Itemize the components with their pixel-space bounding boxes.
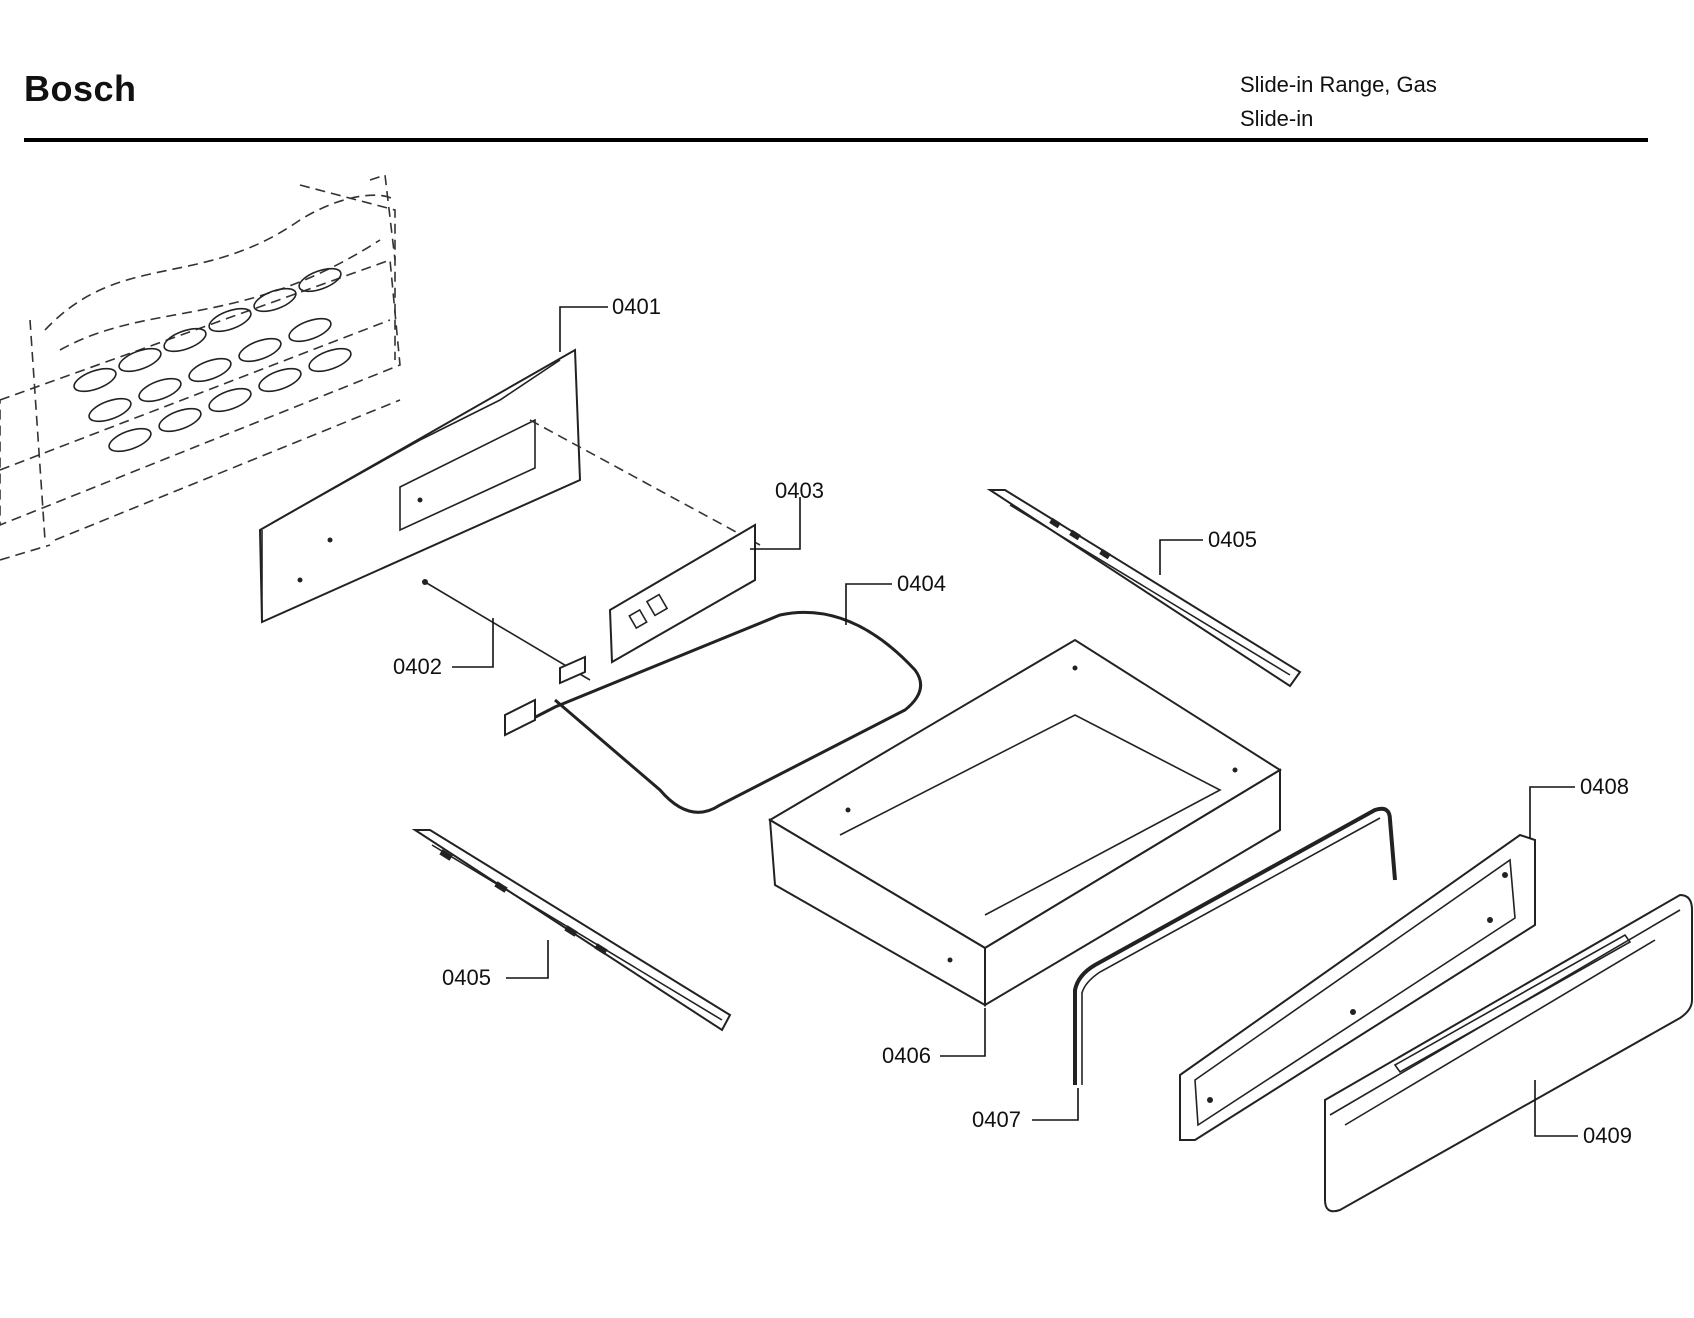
product-line-2: Slide-in: [1240, 106, 1314, 131]
part-0404-heating-element: [504, 610, 923, 814]
callout-0405-upper: 0405: [1208, 527, 1257, 552]
callout-0402: 0402: [393, 654, 442, 679]
part-0402-temperature-sensor: [422, 579, 591, 685]
part-0406-drawer-box: [768, 638, 1282, 1007]
brand-title: Bosch: [24, 68, 137, 109]
product-description: Slide-in Range, Gas Slide-in: [1240, 68, 1437, 136]
callout-0403: 0403: [775, 478, 824, 503]
part-0408-inner-door-panel: [1179, 833, 1536, 1141]
product-line-1: Slide-in Range, Gas: [1240, 72, 1437, 97]
oven-cavity-outline: [0, 173, 401, 561]
part-0401-rear-panel: [258, 348, 761, 624]
part-0405-upper-slide-rail: [986, 489, 1302, 688]
callout-0401: 0401: [612, 294, 661, 319]
header-divider: [24, 138, 1648, 142]
leader-lines: [452, 306, 1578, 1137]
callout-0406: 0406: [882, 1043, 931, 1068]
part-0409-drawer-front: [1324, 893, 1693, 1213]
part-0405-lower-slide-rail: [411, 829, 732, 1032]
part-0403-cover-plate: [608, 523, 756, 664]
callout-0407: 0407: [972, 1107, 1021, 1132]
part-0407-door-seal: [1073, 806, 1397, 1085]
callout-0405-lower: 0405: [442, 965, 491, 990]
callout-0404: 0404: [897, 571, 946, 596]
part-callouts: 0401 0402 0403 0404 0405 0405 0406 0407 …: [393, 294, 1632, 1148]
callout-0409: 0409: [1583, 1123, 1632, 1148]
callout-0408: 0408: [1580, 774, 1629, 799]
